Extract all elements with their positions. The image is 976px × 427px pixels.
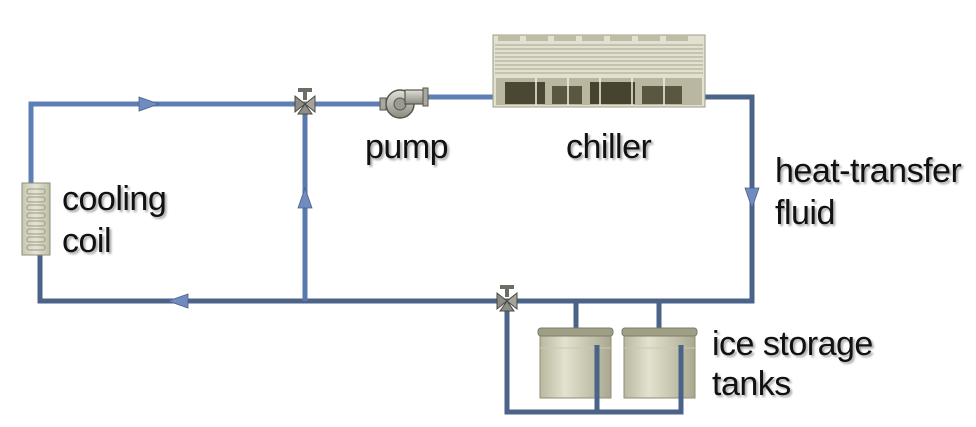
pump-icon xyxy=(379,87,429,119)
fluid-label-line2: fluid xyxy=(775,194,835,232)
chiller-icon xyxy=(492,34,706,108)
coil-return-pipe xyxy=(37,252,507,304)
ice-tank-icon xyxy=(537,327,614,399)
supply-pipe xyxy=(28,101,305,185)
coil-label-line2: coil xyxy=(62,222,112,260)
chiller-label: chiller xyxy=(566,128,652,166)
flow-arrows xyxy=(138,96,760,309)
three-way-valve-icon xyxy=(294,88,316,115)
tanks-label-line1: ice storage xyxy=(712,325,873,363)
fluid-label-line1: heat-transfer xyxy=(775,152,962,190)
three-way-valve-icon xyxy=(496,285,518,312)
coil-label-line1: cooling xyxy=(62,180,167,218)
tanks-label-line2: tanks xyxy=(712,365,791,403)
flow-arrow-icon xyxy=(138,96,161,112)
pump-label: pump xyxy=(365,128,449,166)
flow-arrow-icon xyxy=(166,293,189,309)
flow-arrow-icon xyxy=(744,187,760,210)
flow-arrow-icon xyxy=(297,186,313,209)
ice-tank-icon xyxy=(621,327,698,399)
cooling-coil-icon xyxy=(21,182,51,256)
